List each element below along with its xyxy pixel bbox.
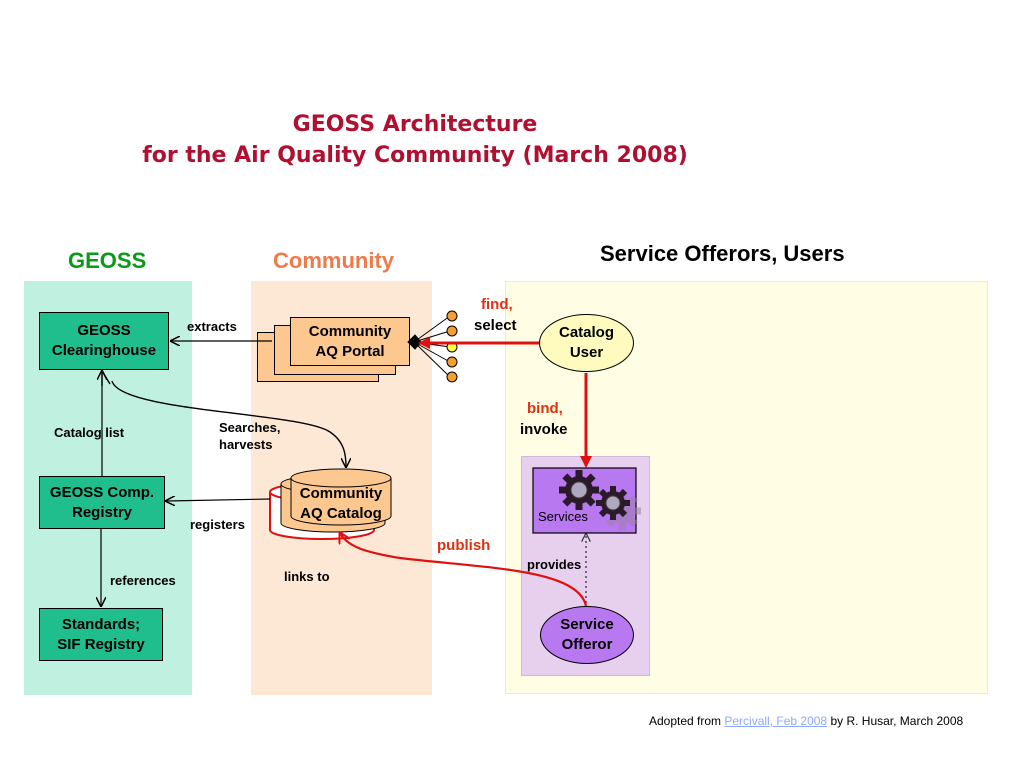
service-offeror: Service Offeror — [540, 606, 634, 664]
credit-prefix: Adopted from — [649, 714, 725, 728]
catalog-label-2: AQ Catalog — [300, 505, 382, 522]
label-invoke: invoke — [520, 421, 568, 438]
arrow-registers — [166, 499, 271, 501]
community-aq-portal: Community AQ Portal — [290, 317, 410, 366]
arrow-searches-tail — [101, 370, 111, 386]
catalog-user-label-2: User — [569, 344, 604, 361]
label-registers: registers — [190, 517, 245, 532]
standards-label-2: SIF Registry — [57, 635, 145, 653]
gear-icon-2 — [596, 486, 630, 520]
label-catalog-list: Catalog list — [54, 425, 125, 440]
geoss-comp-registry: GEOSS Comp. Registry — [39, 476, 165, 529]
label-provides: provides — [527, 557, 582, 572]
standards-label-1: Standards; — [61, 615, 141, 633]
label-references: references — [110, 573, 176, 588]
gear-icon — [559, 470, 599, 510]
label-find: find, — [481, 296, 513, 313]
label-links-to: links to — [284, 569, 330, 584]
label-searches: Searches, — [219, 420, 281, 435]
offerors-heading: Service Offerors, Users — [600, 241, 845, 266]
credit-suffix: by R. Husar, March 2008 — [827, 714, 964, 728]
title-line-2: for the Air Quality Community (March 200… — [142, 143, 688, 168]
community-aq-catalog: Community AQ Catalog — [291, 484, 391, 524]
service-offeror-label-1: Service — [560, 616, 614, 633]
label-extracts: extracts — [187, 319, 237, 334]
catalog-user: Catalog User — [539, 314, 634, 372]
user-dot-4 — [446, 356, 458, 368]
services-label: Services — [538, 509, 588, 524]
comp-registry-label-1: GEOSS Comp. — [49, 483, 155, 501]
arrow-publish — [340, 533, 588, 607]
credit-line: Adopted from Percivall, Feb 2008 by R. H… — [649, 714, 963, 728]
title-line-1: GEOSS Architecture — [292, 112, 538, 137]
user-dot-2 — [446, 325, 458, 337]
comp-registry-label-2: Registry — [71, 503, 133, 521]
arrow-searches-harvests — [111, 380, 346, 467]
geoss-heading: GEOSS — [68, 248, 147, 273]
label-harvests: harvests — [219, 437, 273, 452]
service-offeror-label-2: Offeror — [561, 636, 613, 653]
portal-label-1: Community — [308, 322, 392, 340]
label-bind: bind, — [527, 400, 563, 417]
catalog-cylinder-front — [290, 468, 392, 526]
clearinghouse-label-1: GEOSS — [77, 322, 131, 339]
community-heading: Community — [273, 248, 394, 273]
credit-link[interactable]: Percivall, Feb 2008 — [724, 714, 828, 728]
user-dot-1 — [446, 310, 458, 322]
portal-fan — [407, 315, 451, 378]
label-publish: publish — [437, 537, 491, 554]
catalog-user-label-1: Catalog — [558, 324, 614, 341]
user-dot-5 — [446, 371, 458, 383]
catalog-label-1: Community — [299, 485, 383, 502]
standards-sif-registry: Standards; SIF Registry — [39, 608, 163, 661]
label-select: select — [474, 317, 517, 334]
portal-label-2: AQ Portal — [315, 342, 385, 360]
geoss-clearinghouse: GEOSS Clearinghouse — [39, 312, 169, 370]
clearinghouse-label-2: Clearinghouse — [51, 342, 157, 359]
